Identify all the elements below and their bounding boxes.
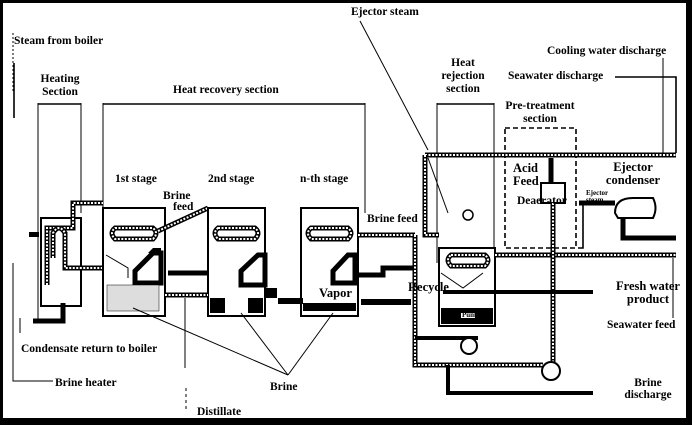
recycle-pump-icon — [460, 337, 478, 355]
stage-1-vessel — [102, 205, 210, 317]
label-heat-recovery-section: Heat recovery section — [173, 84, 279, 96]
label-vapor: Vapor — [319, 286, 352, 300]
heat-recovery-bracket — [102, 103, 366, 213]
label-heat-rejection-2: rejection — [441, 70, 485, 82]
stage-n-vessel — [278, 207, 415, 317]
label-ejector-steam: Ejector steam — [351, 6, 419, 18]
label-pretreatment-1: Pre-treatment — [505, 100, 575, 112]
label-heating-section-1: Heating — [40, 73, 80, 85]
diagram-canvas: Steam from boiler Ejector steam Cooling … — [3, 3, 686, 418]
label-ejector-condenser-1: Ejector — [613, 160, 653, 174]
seawater-main-pipe — [412, 152, 676, 368]
label-brine-discharge-1: Brine — [634, 377, 662, 389]
heat-rejection-vessel — [438, 247, 496, 327]
label-fresh-water-2: product — [626, 292, 670, 306]
seawater-discharge-line — [615, 76, 677, 153]
label-stage-2: 2nd stage — [208, 173, 255, 185]
label-ejector-condenser-2: condenser — [605, 173, 661, 187]
label-brine-heater: Brine heater — [55, 377, 117, 389]
pretreatment-section-box — [504, 127, 577, 249]
brine-heater — [29, 200, 103, 324]
label-seawater-feed: Seawater feed — [607, 319, 676, 331]
label-ejector-small-1: Ejector — [586, 189, 609, 197]
label-acid-feed-2: Feed — [513, 174, 539, 188]
label-cooling-water-discharge: Cooling water discharge — [547, 45, 667, 57]
label-recycle: Recycle — [408, 280, 449, 294]
label-heating-section-2: Section — [42, 86, 78, 98]
ejector-icon — [462, 209, 474, 221]
label-ejector-small-2: steam — [586, 196, 604, 204]
label-brine-discharge-2: discharge — [624, 389, 672, 401]
heating-section-bracket — [37, 103, 82, 323]
label-distillate: Distillate — [197, 406, 242, 418]
label-heat-rejection-1: Heat — [451, 57, 475, 69]
ejector-steam-leader — [359, 20, 429, 151]
stage-2-vessel — [165, 207, 277, 317]
label-brine-feed-1: Brine — [163, 190, 191, 202]
label-seawater-discharge: Seawater discharge — [508, 70, 604, 82]
brine-discharge-pipe — [446, 365, 593, 395]
label-brine-feed-right: Brine feed — [367, 213, 418, 225]
deaerator — [540, 158, 566, 381]
label-fresh-water-1: Fresh water — [616, 279, 680, 293]
label-heat-rejection-3: section — [446, 83, 480, 95]
label-brine-feed-2: feed — [173, 201, 194, 213]
ejector-condenser — [578, 197, 676, 249]
label-condensate-return: Condensate return to boiler — [21, 343, 158, 355]
label-steam-from-boiler: Steam from boiler — [14, 35, 104, 47]
brine-leaders — [132, 307, 334, 376]
label-stage-1: 1st stage — [115, 173, 157, 185]
label-brine: Brine — [270, 381, 298, 393]
label-deaerator: Deaerator — [517, 195, 567, 207]
label-pump-tag: Pump — [462, 311, 480, 319]
label-acid-feed-1: Acid — [513, 161, 538, 175]
label-stage-n: n-th stage — [300, 173, 349, 185]
label-pretreatment-2: section — [523, 113, 557, 125]
process-schematic — [12, 20, 677, 411]
ejector-steam-leader-2 — [427, 157, 449, 214]
brine-heater-leader — [12, 263, 53, 382]
pump-icon — [541, 361, 561, 381]
